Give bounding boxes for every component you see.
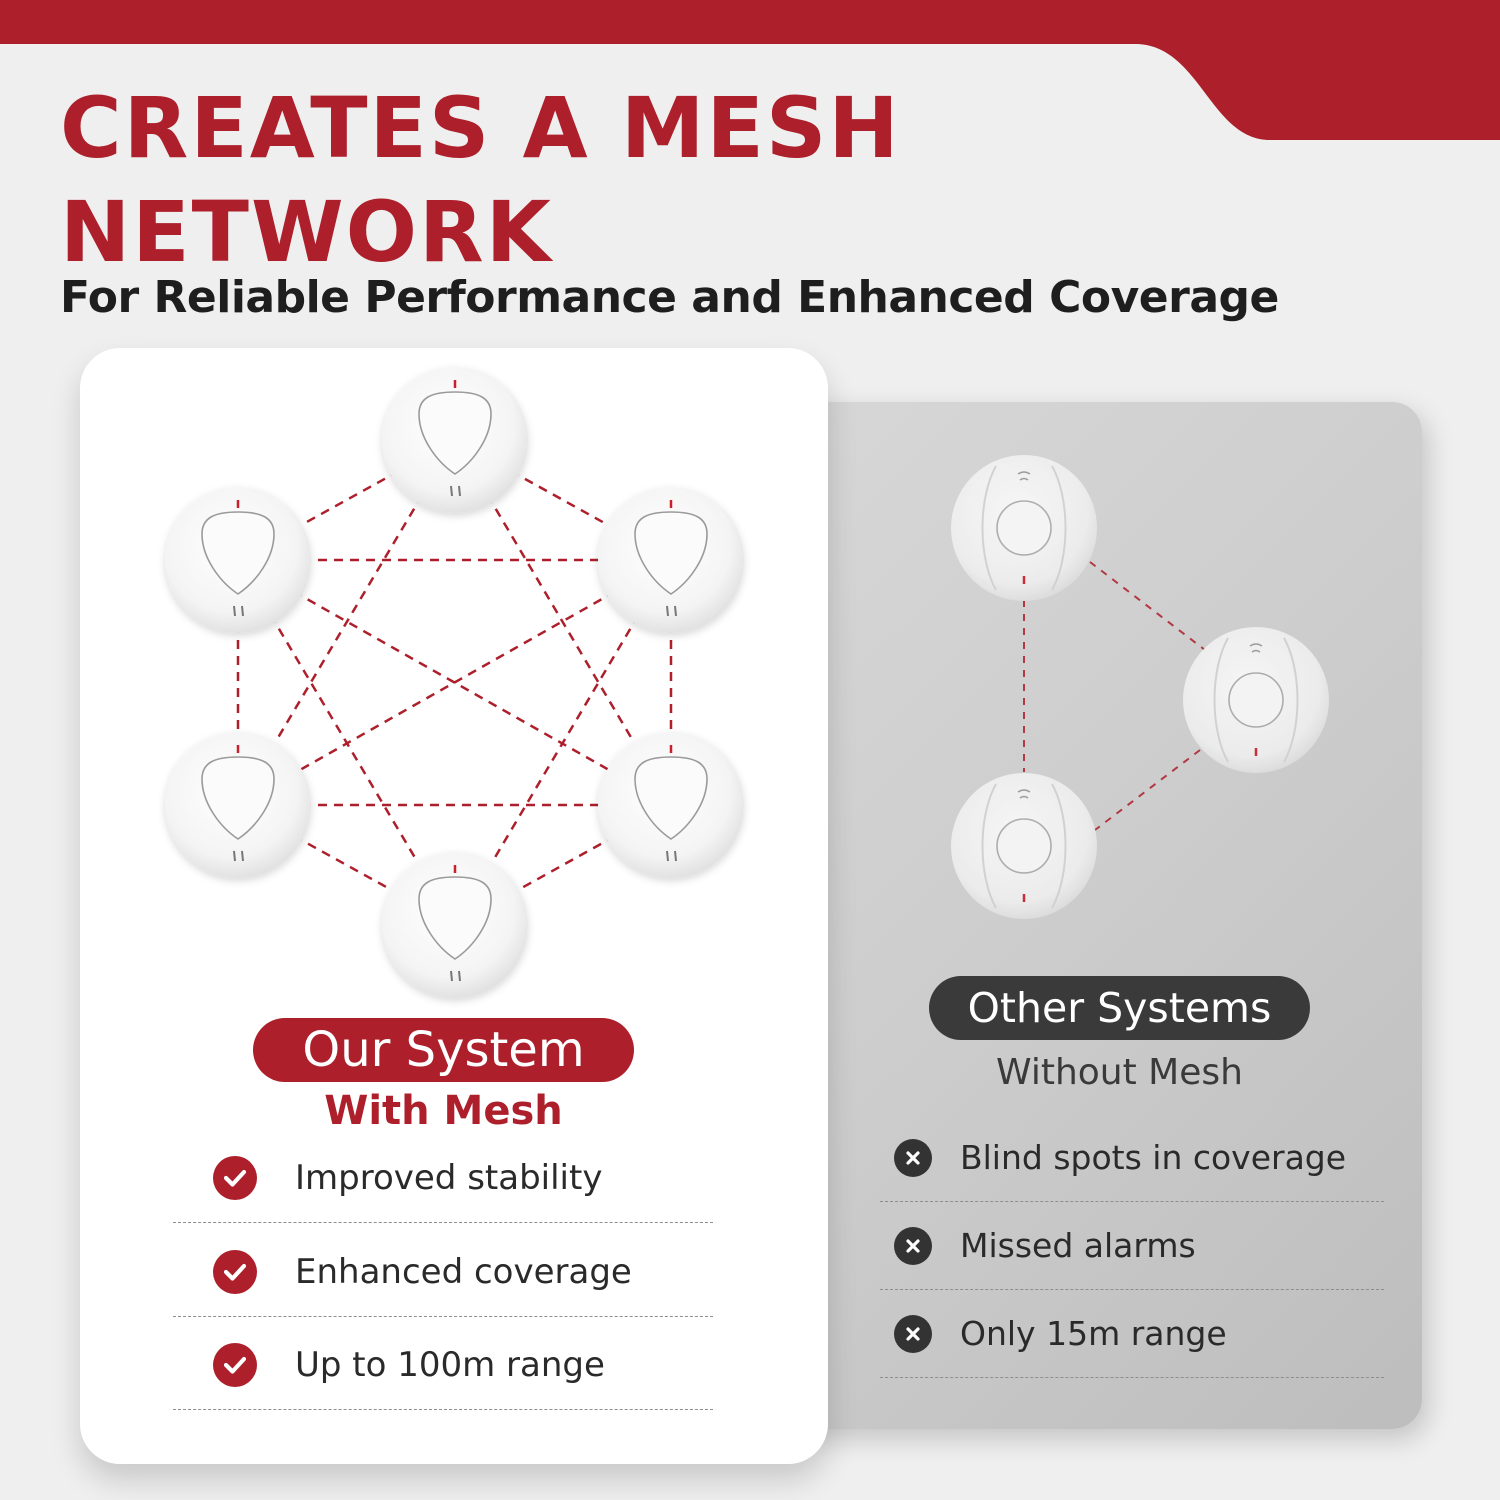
feature-text: Enhanced coverage [295, 1251, 632, 1292]
page-title-line-1: CREATES A MESH [60, 79, 901, 177]
smoke-detector-icon [949, 453, 1099, 603]
feature-text: Improved stability [295, 1157, 603, 1198]
feature-row: Blind spots in coverage [880, 1114, 1384, 1202]
check-icon [213, 1249, 257, 1294]
feature-text: Only 15m range [960, 1314, 1227, 1353]
smoke-detector-icon [1181, 625, 1331, 775]
feature-row: Enhanced coverage [173, 1227, 713, 1317]
smoke-detector-icon [165, 487, 311, 633]
page-subtitle: For Reliable Performance and Enhanced Co… [60, 272, 1279, 323]
feature-row: Missed alarms [880, 1202, 1384, 1290]
feature-row: Up to 100m range [173, 1320, 713, 1410]
our-system-label: Our System [253, 1018, 634, 1082]
feature-text: Blind spots in coverage [960, 1138, 1347, 1177]
other-detectors [949, 453, 1331, 921]
smoke-detector-icon [165, 732, 311, 878]
x-icon [894, 1226, 932, 1265]
smoke-detector-icon [949, 771, 1099, 921]
other-systems-caption: Without Mesh [996, 1052, 1243, 1093]
check-icon [213, 1155, 257, 1200]
smoke-detector-icon [598, 487, 744, 633]
smoke-detector-icon [382, 852, 528, 998]
top-banner [0, 0, 1500, 140]
feature-row: Only 15m range [880, 1290, 1384, 1378]
page-title: CREATES A MESH NETWORK [60, 76, 1160, 284]
x-icon [894, 1138, 932, 1177]
our-system-caption: With Mesh [324, 1088, 563, 1134]
other-systems-label: Other Systems [929, 976, 1310, 1040]
smoke-detector-icon [598, 732, 744, 878]
other-connections [1023, 561, 1206, 831]
smoke-detector-icon [382, 367, 528, 513]
check-icon [213, 1342, 257, 1387]
feature-text: Missed alarms [960, 1226, 1196, 1265]
feature-row: Improved stability [173, 1133, 713, 1223]
feature-text: Up to 100m range [295, 1344, 605, 1385]
page-title-line-2: NETWORK [60, 183, 553, 281]
x-icon [894, 1314, 932, 1353]
